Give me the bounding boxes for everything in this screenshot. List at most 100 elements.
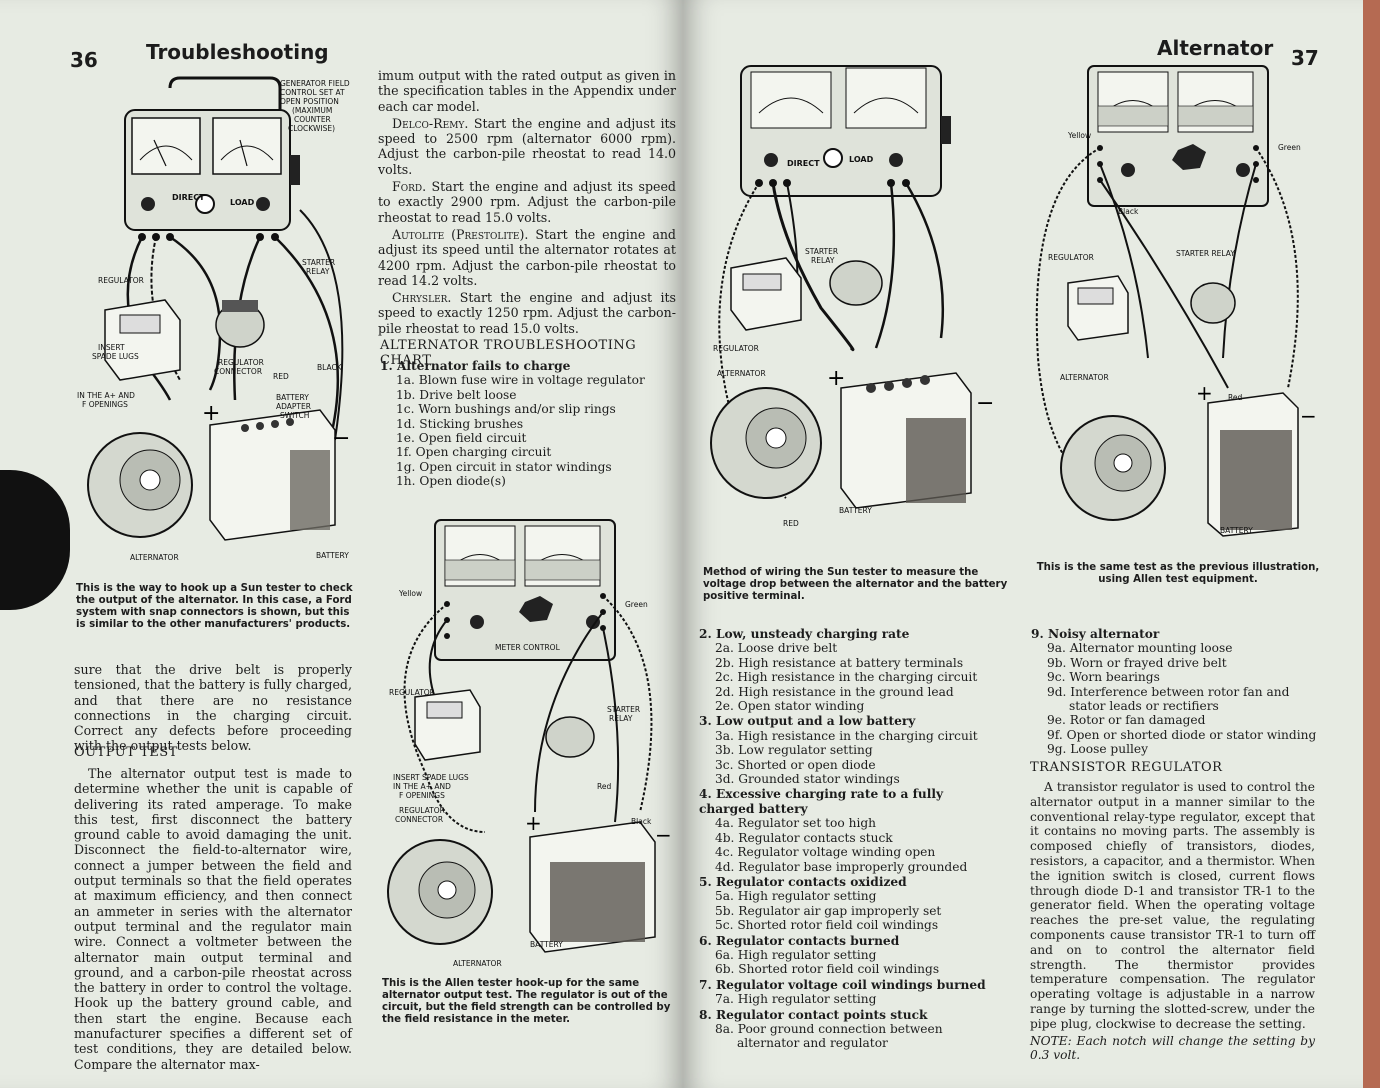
list-item: 2d. High resistance in the ground lead xyxy=(715,684,954,699)
regulator-label: REGULATOR xyxy=(713,344,759,353)
chart-section-title: 9. Noisy alternator xyxy=(1031,627,1160,641)
starter-relay-label-2: RELAY xyxy=(609,714,633,723)
reg-connector-label-2: CONNECTOR xyxy=(395,815,443,824)
insert-label-4: F OPENINGS xyxy=(82,400,128,409)
list-item: 1g. Open circuit in stator windings xyxy=(396,459,612,474)
battery-label: BATTERY xyxy=(839,506,872,515)
running-title: Troubleshooting xyxy=(146,40,329,64)
alternator-label: ALTERNATOR xyxy=(130,553,179,562)
make-chrysler-text: Start the engine and adjust its speed to… xyxy=(378,290,676,336)
list-item: 1f. Open charging circuit xyxy=(396,445,552,460)
make-chrysler: Chrysler. Start the engine and adjust it… xyxy=(378,290,676,336)
right-page: Alternator 37 DIRECT LOAD xyxy=(683,0,1363,1088)
plus-sign: + xyxy=(827,366,845,391)
regulator-label: REGULATOR xyxy=(1048,253,1094,262)
list-item: 9e. Rotor or fan damaged xyxy=(1047,713,1206,728)
chart-section-title: 7. Regulator voltage coil windings burne… xyxy=(699,977,986,992)
list-item: 3d. Grounded stator windings xyxy=(715,772,900,787)
list-item: 5c. Shorted rotor field coil windings xyxy=(715,918,939,933)
field-control-label-2: CONTROL SET AT xyxy=(280,88,345,97)
minus-sign: − xyxy=(976,391,994,416)
yellow-label: Yellow xyxy=(1067,131,1091,140)
adapter-label-2: ADAPTER xyxy=(276,402,311,411)
list-item: 3a. High resistance in the charging circ… xyxy=(715,728,978,743)
page-number: 37 xyxy=(1291,46,1319,70)
transistor-note: NOTE: Each notch will change the setting… xyxy=(1030,1034,1315,1064)
chart-section-title: 8. Regulator contact points stuck xyxy=(699,1007,928,1022)
adapter-label-1: BATTERY xyxy=(276,393,309,402)
regulator-drawing xyxy=(1067,275,1129,341)
list-item: 4b. Regulator contacts stuck xyxy=(715,830,893,845)
black-label: Black xyxy=(1118,207,1139,216)
alternator-label: ALTERNATOR xyxy=(453,959,502,968)
transistor-body: A transistor regulator is used to contro… xyxy=(1030,780,1315,1065)
insert-label-1: INSERT SPADE LUGS xyxy=(393,773,469,782)
list-item: 4d. Regulator base improperly grounded xyxy=(715,859,968,874)
sun-tester-diagram: DIRECT LOAD xyxy=(77,76,350,562)
list-item: 7a. High regulator setting xyxy=(715,992,877,1007)
load-label: LOAD xyxy=(230,198,255,207)
insert-label-2: SPADE LUGS xyxy=(92,352,139,361)
starter-relay-drawing xyxy=(1190,282,1236,324)
make-autolite-text: Start the engine and adjust its speed un… xyxy=(378,226,676,288)
plus-sign: + xyxy=(525,811,542,835)
reg-connector-label-1: REGULATOR xyxy=(399,806,445,815)
make-autolite-name: Autolite (Prestolite). xyxy=(392,226,529,242)
left-col1-intro: sure that the drive belt is properly ten… xyxy=(74,662,352,756)
chart-section-1-title: 1. Alternator fails to charge xyxy=(380,359,571,373)
green-label: Green xyxy=(625,600,648,609)
field-control-label-5: COUNTER xyxy=(294,115,331,124)
insert-label-3: IN THE A+ AND xyxy=(77,391,135,400)
list-item: 1e. Open field circuit xyxy=(396,431,527,446)
starter-relay-drawing xyxy=(829,260,883,306)
figure2-caption: This is the Allen tester hook-up for the… xyxy=(382,978,671,1025)
sun-voltage-drop-diagram: DIRECT LOAD STARTER RELAY REGULATOR ALTE… xyxy=(710,65,994,528)
red-label: RED xyxy=(273,372,289,381)
list-item: 9g. Loose pulley xyxy=(1047,742,1148,757)
note-label: NOTE: xyxy=(1030,1033,1072,1048)
insert-label-3: F OPENINGS xyxy=(399,791,445,800)
col2-intro: imum output with the rated output as giv… xyxy=(378,68,676,114)
yellow-label: Yellow xyxy=(398,589,422,598)
direct-label: DIRECT xyxy=(172,193,205,202)
list-item: 1d. Sticking brushes xyxy=(396,416,524,431)
list-item: 9b. Worn or frayed drive belt xyxy=(1047,655,1227,670)
battery-label: BATTERY xyxy=(1220,526,1253,535)
red-label: Red xyxy=(1228,393,1242,402)
field-control-label-4: (MAXIMUM xyxy=(292,106,332,115)
list-item: 1c. Worn bushings and/or slip rings xyxy=(396,402,616,417)
book-page-edges xyxy=(1363,0,1380,1088)
field-control-label-1: GENERATOR FIELD xyxy=(280,79,350,88)
regulator-label: REGULATOR xyxy=(98,276,144,285)
red-label: Red xyxy=(597,782,611,791)
regulator-drawing xyxy=(414,689,481,761)
allen-voltage-drop-diagram: Yellow Green Black REGULATOR STARTER REL… xyxy=(1035,65,1317,537)
load-label: LOAD xyxy=(849,155,874,164)
list-item: 5b. Regulator air gap improperly set xyxy=(715,903,942,918)
make-delco: Delco-Remy. Start the engine and adjust … xyxy=(378,116,676,177)
regulator-drawing xyxy=(104,299,181,381)
list-item: 1h. Open diode(s) xyxy=(396,474,506,489)
adapter-label-3: SWITCH xyxy=(280,411,309,420)
output-test-paragraph: The alternator output test is made to de… xyxy=(74,766,352,1072)
list-item: 3c. Shorted or open diode xyxy=(715,757,876,772)
starter-relay-label: STARTER RELAY xyxy=(1176,249,1235,258)
list-item: 1a. Blown fuse wire in voltage regulator xyxy=(396,373,645,388)
allen-tester-diagram: METER CONTROL Yellow Green REGULATOR STA… xyxy=(387,519,672,968)
starter-relay-label-2: RELAY xyxy=(306,267,330,276)
plus-sign: + xyxy=(1196,381,1213,405)
black-label: Black xyxy=(631,817,652,826)
make-ford: Ford. Start the engine and adjust its sp… xyxy=(378,179,676,225)
note-text: Each notch will change the setting by 0.… xyxy=(1030,1033,1315,1063)
running-title: Alternator xyxy=(1157,36,1274,60)
chart-section-title: 6. Regulator contacts burned xyxy=(699,933,900,948)
list-item: 2a. Loose drive belt xyxy=(715,641,838,656)
make-delco-name: Delco-Remy. xyxy=(392,115,469,131)
reg-connector-label-1: REGULATOR xyxy=(218,358,264,367)
battery-label: BATTERY xyxy=(530,940,563,949)
field-control-label-6: CLOCKWISE) xyxy=(288,124,335,133)
chart-col2: 9. Noisy alternator 9a. Alternator mount… xyxy=(1031,626,1321,757)
figure3-caption: Method of wiring the Sun tester to measu… xyxy=(703,567,1008,602)
make-chrysler-name: Chrysler. xyxy=(392,290,452,306)
reg-connector-label-2: CONNECTOR xyxy=(214,367,262,376)
